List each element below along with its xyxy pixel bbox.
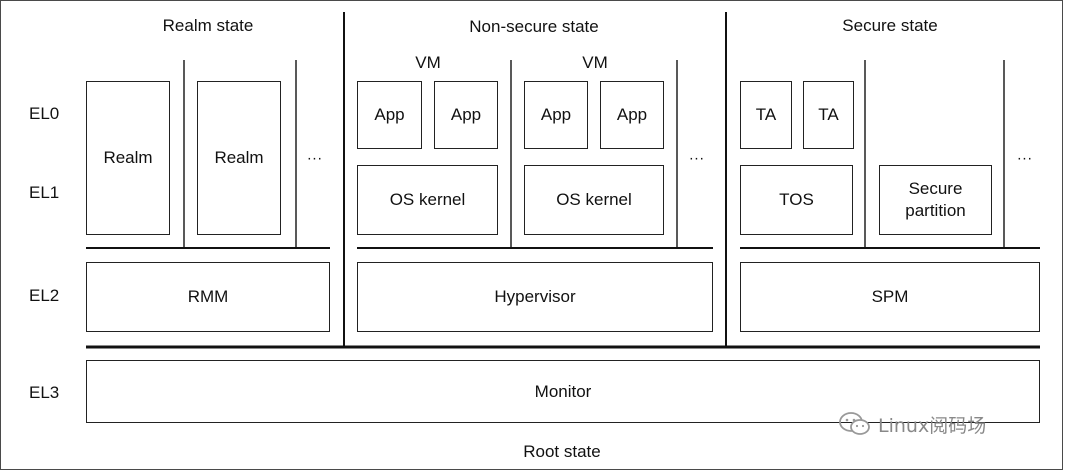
el0-label: EL0 xyxy=(29,104,60,123)
realm-box-2-label: Realm xyxy=(214,148,264,167)
realm-more-ellipsis: ... xyxy=(307,146,323,164)
monitor-label: Monitor xyxy=(534,381,592,401)
os-kernel-label: OS kernel xyxy=(556,190,632,209)
spm-box: SPM xyxy=(740,262,1040,332)
realm-box-2: Realm xyxy=(197,81,281,235)
trusted-app-2: TA xyxy=(803,81,854,149)
ta-label: TA xyxy=(818,105,839,124)
monitor-box: Monitor xyxy=(86,360,1040,423)
nonsecure-more-ellipsis: ... xyxy=(689,146,705,164)
secure-more-ellipsis: ... xyxy=(1017,146,1033,164)
nonsecure-state-heading: Non-secure state xyxy=(469,17,599,36)
tos-box: TOS xyxy=(740,165,853,235)
rmm-label: RMM xyxy=(187,287,229,306)
realm-box-1: Realm xyxy=(86,81,170,235)
vm-1-label: VM xyxy=(415,53,441,72)
realm-box-1-label: Realm xyxy=(103,148,153,167)
root-state-label: Root state xyxy=(523,442,601,461)
vm-2-label: VM xyxy=(582,53,608,72)
secure-partition-box: Secure partition xyxy=(879,165,992,235)
realm-state-heading: Realm state xyxy=(162,16,254,35)
vm-2-os-kernel: OS kernel xyxy=(524,165,664,235)
app-label: App xyxy=(450,105,482,124)
hypervisor-label: Hypervisor xyxy=(494,287,576,306)
el1-label: EL1 xyxy=(29,183,60,202)
secure-state-heading: Secure state xyxy=(842,16,938,35)
hypervisor-box: Hypervisor xyxy=(357,262,713,332)
vm-2-app-1: App xyxy=(524,81,588,149)
os-kernel-label: OS kernel xyxy=(389,190,466,209)
rmm-box: RMM xyxy=(86,262,330,332)
trusted-app-1: TA xyxy=(740,81,792,149)
vm-1-app-2: App xyxy=(434,81,498,149)
el2-label: EL2 xyxy=(29,286,60,305)
app-label: App xyxy=(374,105,405,124)
wechat-icon xyxy=(839,412,870,435)
app-label: App xyxy=(540,105,572,124)
spm-label: SPM xyxy=(871,287,909,306)
vm-1-os-kernel: OS kernel xyxy=(357,165,498,235)
watermark-text: Linux阅码场 xyxy=(878,414,987,437)
app-label: App xyxy=(616,105,648,124)
secure-partition-label: Secure partition xyxy=(905,179,966,220)
el3-label: EL3 xyxy=(29,383,60,402)
watermark: Linux阅码场 xyxy=(838,410,986,438)
tos-label: TOS xyxy=(779,190,814,209)
ta-label: TA xyxy=(755,105,777,124)
vm-1-app-1: App xyxy=(357,81,422,149)
vm-2-app-2: App xyxy=(600,81,664,149)
